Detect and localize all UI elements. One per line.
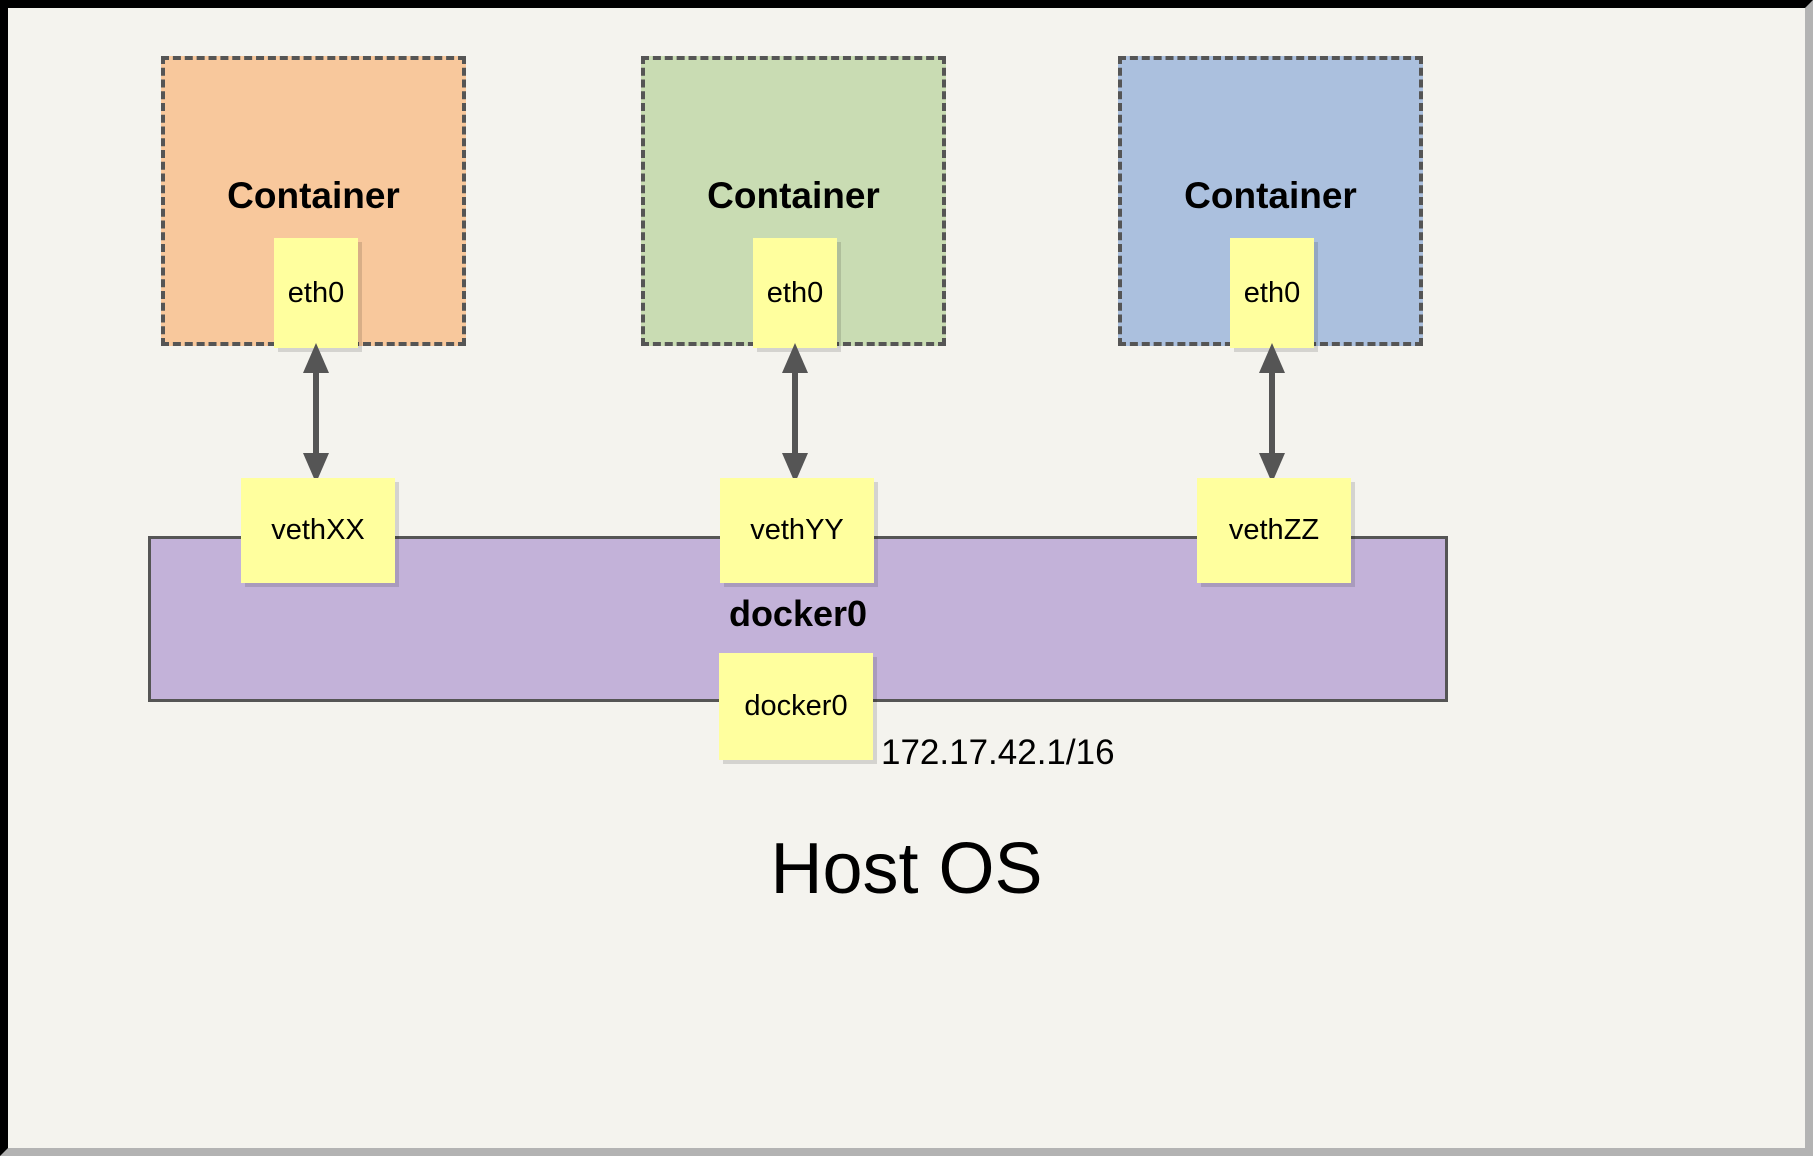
diagram-surface: Container Container Container eth0 eth0 … xyxy=(8,8,1805,1148)
eth0-note-3: eth0 xyxy=(1230,238,1314,348)
container-title-1: Container xyxy=(227,175,400,216)
veth-note-2: vethYY xyxy=(720,478,874,583)
docker0-bridge-label: docker0 xyxy=(728,593,868,634)
docker0-port-note: docker0 xyxy=(719,653,873,760)
veth-note-3: vethZZ xyxy=(1197,478,1351,583)
container-title-3: Container xyxy=(1184,175,1357,216)
container-title-2: Container xyxy=(707,175,880,216)
link-arrow-icon-3 xyxy=(1259,343,1285,483)
link-arrow-icon-2 xyxy=(782,343,808,483)
eth0-note-1: eth0 xyxy=(274,238,358,348)
link-arrow-icon-1 xyxy=(303,343,329,483)
eth0-note-2: eth0 xyxy=(753,238,837,348)
docker0-ip-label: 172.17.42.1/16 xyxy=(881,733,1115,772)
host-os-title: Host OS xyxy=(770,829,1043,909)
veth-note-1: vethXX xyxy=(241,478,395,583)
